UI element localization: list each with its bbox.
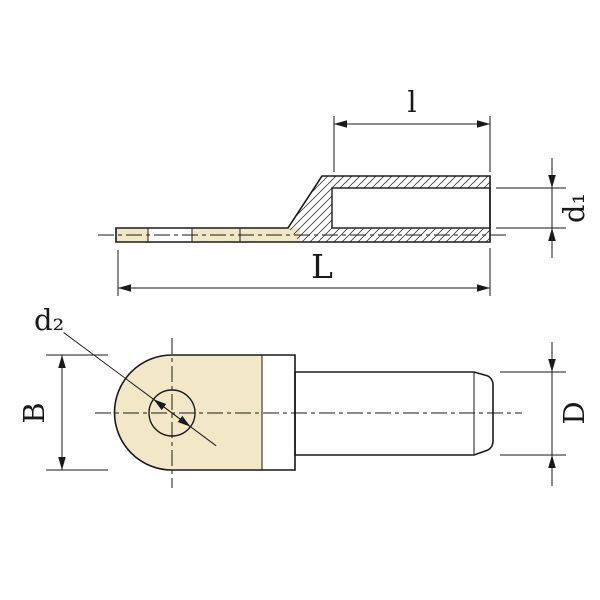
palm-top-fill xyxy=(114,355,295,470)
dimension-label-d2: d₂ xyxy=(34,303,64,337)
dimension-label-d1: d₁ xyxy=(557,193,591,223)
dimension-label-l: l xyxy=(407,85,416,119)
palm-top-outline xyxy=(113,354,296,471)
diameter-arrow xyxy=(153,398,173,414)
top-view-dimensions: d₂ B D xyxy=(17,303,591,486)
dimension-label-D: D xyxy=(557,401,591,424)
diameter-leader-line-d2 xyxy=(63,332,217,447)
top-plan-view xyxy=(95,338,522,488)
diameter-arrow xyxy=(171,412,191,428)
dimension-label-L: L xyxy=(311,247,333,286)
drawing-root: l d₁ L d xyxy=(17,85,591,488)
side-view-dimensions: l d₁ L xyxy=(117,85,591,296)
side-section-view xyxy=(98,175,508,243)
lug-side-outline xyxy=(115,175,491,243)
barrel-top-view xyxy=(294,371,494,456)
barrel-bore xyxy=(331,187,491,229)
dimension-label-B: B xyxy=(17,402,51,423)
